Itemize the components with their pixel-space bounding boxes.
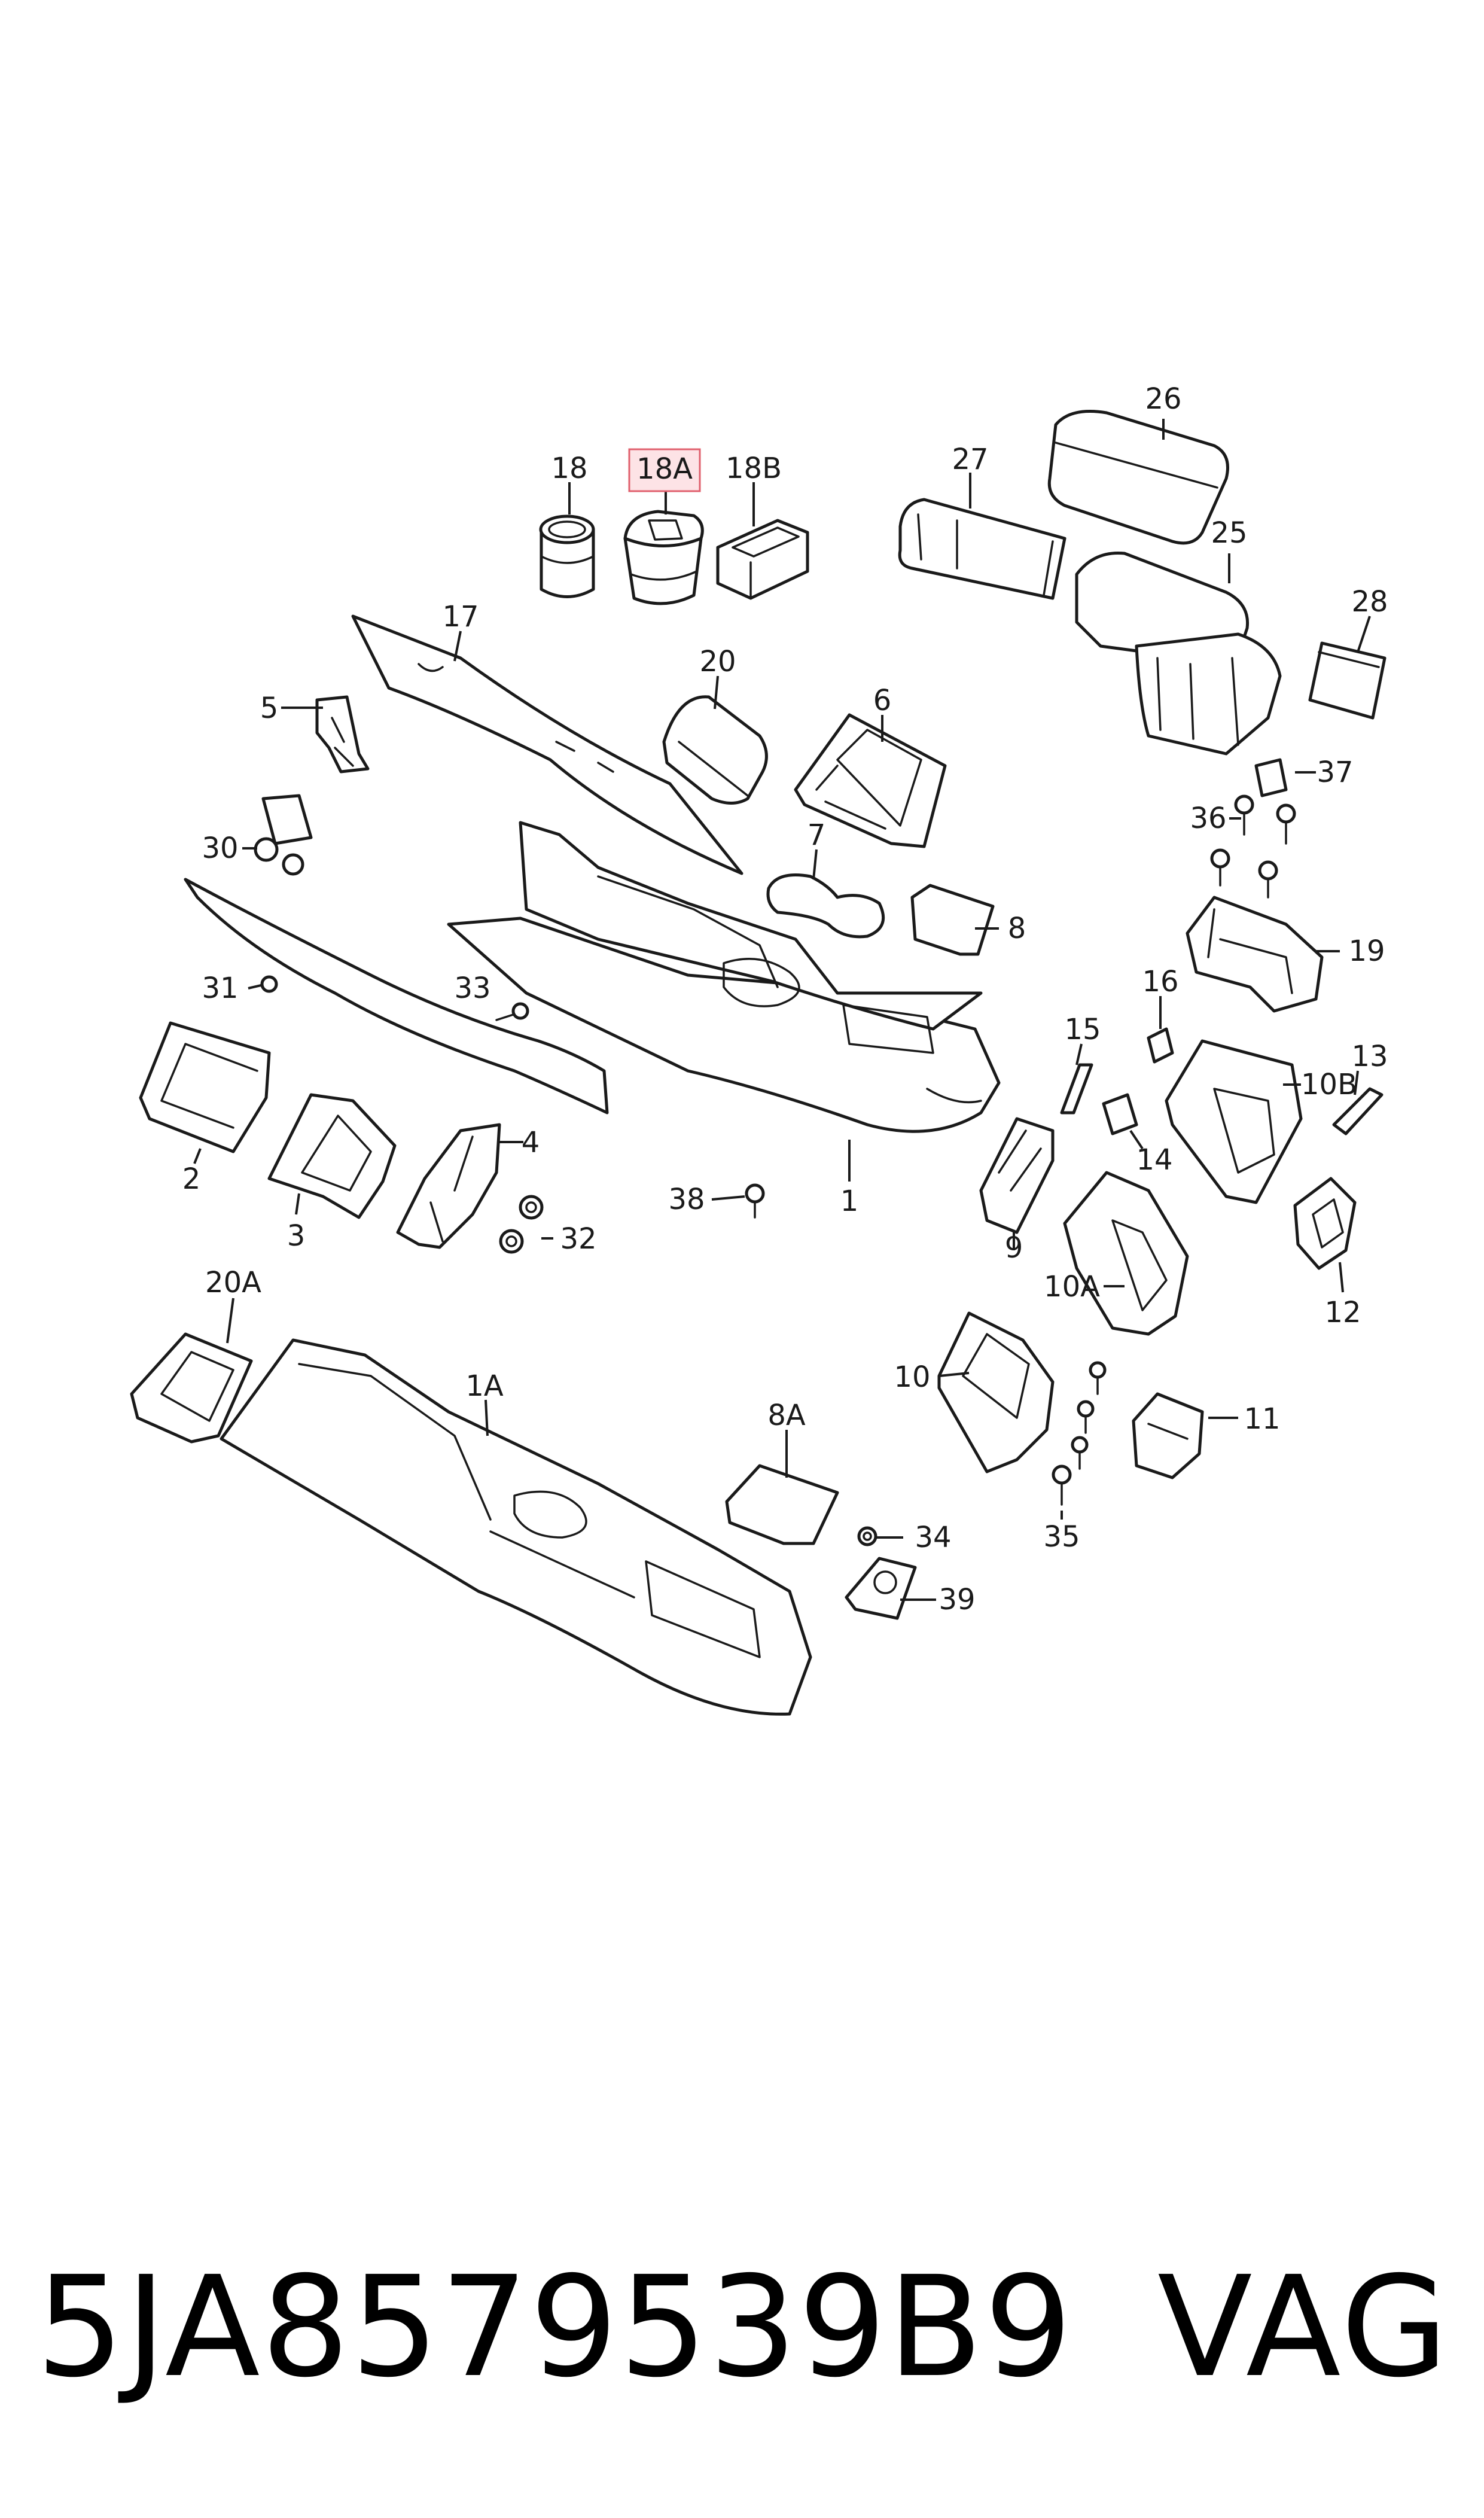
- part-39-bracket: [845, 1557, 917, 1620]
- part-trim-panel-left: [184, 878, 609, 1115]
- part-12-bezel: [1293, 1177, 1357, 1270]
- part-6-shift-trim: [794, 713, 947, 848]
- part-18B-cup-insert: [716, 519, 809, 600]
- callout-33: 33: [454, 972, 490, 1005]
- part-1A-center-console: [220, 1338, 812, 1716]
- part-2-storage-box: [139, 1021, 271, 1153]
- part-18-cup-insert: [539, 514, 595, 598]
- callout-38: 38: [668, 1183, 705, 1216]
- part-20-tray-mat: [662, 695, 768, 805]
- part-1-center-console: [447, 821, 1001, 1133]
- part-14-switch: [1102, 1093, 1138, 1135]
- part-10-trim-panel: [937, 1311, 1055, 1473]
- part-3-trim-piece: [267, 1093, 397, 1219]
- part-38-screw: [745, 1183, 765, 1219]
- part-4-bracket: [396, 1123, 501, 1249]
- callout-11: 11: [1244, 1402, 1280, 1436]
- callout-9: 9: [1005, 1231, 1023, 1265]
- callout-1: 1: [840, 1185, 859, 1218]
- callout-20: 20: [699, 645, 736, 678]
- callout-17: 17: [442, 600, 479, 634]
- part-31-screw: [248, 975, 278, 993]
- callout-26: 26: [1145, 382, 1181, 416]
- part-11-switch-block: [1132, 1392, 1204, 1479]
- callout-labels: 18 18A 18B 27 26 25 28 17 20 6 5 37 36 3…: [182, 382, 1388, 1616]
- callout-15: 15: [1064, 1013, 1101, 1046]
- callout-31: 31: [202, 972, 238, 1005]
- callout-19: 19: [1348, 934, 1385, 968]
- callout-16: 16: [1142, 965, 1178, 998]
- callout-18: 18: [551, 452, 587, 485]
- callout-12: 12: [1324, 1296, 1361, 1329]
- part-8A-tray-mat: [725, 1464, 839, 1545]
- callout-7: 7: [807, 818, 826, 852]
- leader-lines: [193, 419, 1371, 1601]
- callout-28: 28: [1351, 585, 1388, 619]
- part-32-nut: [499, 1195, 544, 1254]
- part-17-trim-strip: [351, 614, 743, 875]
- part-10B-trim-panel: [1165, 1039, 1303, 1204]
- callout-8A: 8A: [767, 1399, 806, 1432]
- part-7-cup-mat: [766, 873, 885, 939]
- callout-25: 25: [1211, 516, 1247, 550]
- part-30-fastener: [254, 794, 313, 876]
- callout-30: 30: [202, 832, 238, 865]
- part-number-text: 5JA8579539B9: [36, 2246, 1074, 2408]
- callout-20A: 20A: [205, 1266, 261, 1299]
- callout-10: 10: [894, 1360, 930, 1394]
- callout-39: 39: [938, 1583, 975, 1616]
- callout-13: 13: [1351, 1040, 1388, 1073]
- part-28-cover-cap: [1308, 641, 1387, 720]
- callout-10A: 10A: [1044, 1270, 1100, 1304]
- callout-14: 14: [1136, 1143, 1172, 1177]
- callout-5: 5: [260, 692, 279, 725]
- callout-10B: 10B: [1301, 1068, 1357, 1101]
- part-10A-trim-panel: [1063, 1171, 1189, 1336]
- callout-32: 32: [560, 1222, 596, 1256]
- callout-8: 8: [1008, 912, 1026, 945]
- part-35-screws: [1052, 1361, 1107, 1506]
- part-8-tray-mat: [910, 884, 995, 956]
- part-34-screw: [857, 1526, 877, 1546]
- part-13-strip: [1332, 1087, 1384, 1135]
- part-19-mounting-bracket: [1186, 896, 1324, 1013]
- callout-18A-highlight: [628, 448, 701, 492]
- callout-3: 3: [287, 1219, 306, 1253]
- part-15-bracket: [1060, 1063, 1093, 1115]
- brand-text: VAG: [1157, 2246, 1451, 2408]
- callout-37: 37: [1317, 756, 1353, 789]
- part-36-screws: [1210, 794, 1296, 899]
- part-16-clip: [1147, 1027, 1174, 1064]
- callout-18B: 18B: [726, 452, 782, 485]
- part-37-clip: [1254, 758, 1288, 797]
- part-33-screw: [495, 1002, 529, 1021]
- callout-18A: 18A: [636, 452, 693, 486]
- part-27-lid-hinge-plate: [898, 498, 1066, 600]
- callout-27: 27: [952, 443, 988, 476]
- callout-36: 36: [1190, 802, 1226, 835]
- callout-4: 4: [522, 1126, 540, 1159]
- part-9-switch-bezel: [979, 1117, 1055, 1234]
- callout-6: 6: [873, 684, 892, 717]
- part-20A-storage-tray: [130, 1332, 253, 1444]
- callout-1A: 1A: [465, 1369, 504, 1403]
- callout-34: 34: [915, 1521, 951, 1554]
- part-18A-cup-insert: [623, 510, 704, 605]
- callout-2: 2: [182, 1162, 201, 1196]
- part-5-bracket: [315, 695, 370, 774]
- callout-35: 35: [1043, 1520, 1080, 1554]
- part-26-armrest-cover: [1047, 410, 1229, 545]
- part-25-armrest: [1075, 551, 1282, 756]
